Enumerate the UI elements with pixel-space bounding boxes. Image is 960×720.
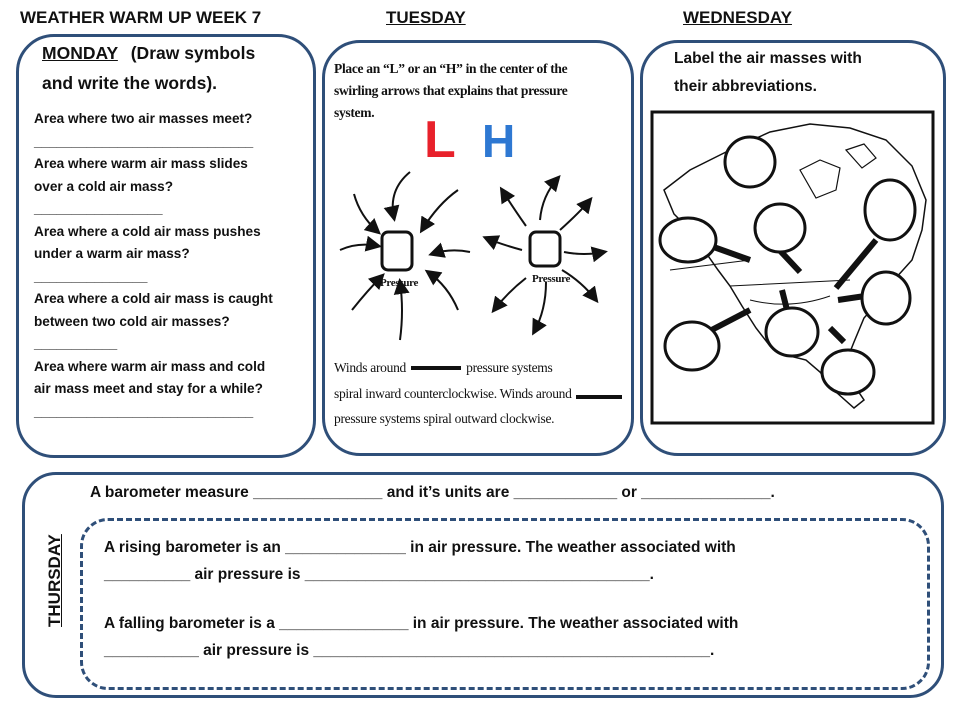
monday-line: Area where two air masses meet? bbox=[34, 111, 253, 126]
falling-line-2: ___________ air pressure is ____________… bbox=[104, 642, 715, 659]
monday-panel bbox=[16, 34, 316, 458]
barometer-box bbox=[80, 518, 930, 690]
tuesday-bottom-line-2: spiral inward counterclockwise. Winds ar… bbox=[334, 386, 572, 401]
thursday-panel bbox=[22, 472, 944, 698]
blank-line bbox=[411, 366, 462, 370]
tuesday-bottom-line-1: Winds around pressure systems bbox=[334, 357, 553, 379]
air-mass-bubble bbox=[860, 270, 912, 326]
answer-line: _____________________________ bbox=[34, 133, 254, 149]
monday-instruction-2: and write the words). bbox=[42, 73, 218, 93]
falling-line-1: A falling barometer is a _______________… bbox=[104, 615, 739, 632]
monday-line: Area where warm air mass slides bbox=[34, 156, 248, 171]
monday-line: Area where a cold air mass is caught bbox=[34, 291, 273, 306]
monday-line: under a warm air mass? bbox=[34, 246, 190, 261]
monday-questions: Area where two air masses meet? ________… bbox=[34, 108, 319, 423]
monday-line: Area where a cold air mass pushes bbox=[34, 223, 261, 239]
wednesday-heading: WEDNESDAY bbox=[683, 8, 792, 27]
monday-line: air mass meet and stay for a while? bbox=[34, 381, 263, 396]
monday-heading: MONDAY (Draw symbols bbox=[42, 40, 255, 66]
low-pressure-letter: L bbox=[424, 111, 456, 169]
thursday-heading: THURSDAY bbox=[45, 534, 64, 627]
air-mass-bubbles bbox=[658, 135, 917, 396]
high-pressure-center-box bbox=[528, 230, 562, 268]
answer-line: ___________ bbox=[34, 336, 118, 351]
monday-line: between two cold air masses? bbox=[34, 313, 230, 329]
air-mass-bubble bbox=[820, 348, 876, 396]
air-mass-bubble bbox=[863, 178, 917, 242]
answer-line: _________________ bbox=[34, 201, 163, 216]
air-mass-bubble bbox=[753, 202, 807, 254]
left-pressure-label: Pressure bbox=[380, 277, 419, 289]
low-pressure-center-box bbox=[380, 230, 414, 272]
rising-line-2: __________ air pressure is _____________… bbox=[104, 566, 654, 583]
air-mass-bubble bbox=[663, 320, 721, 372]
air-mass-bubble bbox=[658, 216, 718, 264]
rising-line-1: A rising barometer is an ______________ … bbox=[104, 539, 736, 556]
answer-line: _____________________________ bbox=[34, 403, 254, 419]
worksheet-title: WEATHER WARM UP WEEK 7 bbox=[20, 8, 262, 27]
pressure-swirl-diagram bbox=[339, 171, 608, 341]
tuesday-heading: TUESDAY bbox=[386, 8, 466, 27]
north-america-map bbox=[650, 110, 935, 425]
border-lines bbox=[669, 259, 851, 305]
barometer-line: A barometer measure _______________ and … bbox=[90, 484, 775, 501]
tuesday-bottom-line-3: pressure systems spiral outward clockwis… bbox=[334, 411, 555, 426]
arctic-islands bbox=[799, 143, 877, 199]
pressure-systems-text: pressure systems bbox=[466, 360, 553, 375]
tuesday-instruction-1: Place an “L” or an “H” in the center of … bbox=[334, 61, 568, 76]
air-mass-bubble bbox=[723, 135, 777, 189]
high-pressure-arrows bbox=[482, 175, 608, 336]
tuesday-instruction-2: swirling arrows that explains that press… bbox=[334, 83, 568, 98]
low-pressure-arrows bbox=[339, 171, 471, 341]
monday-line: Area where warm air mass and cold bbox=[34, 358, 266, 374]
right-pressure-label: Pressure bbox=[532, 273, 571, 285]
blank-line bbox=[576, 395, 622, 399]
high-pressure-letter: H bbox=[482, 115, 516, 167]
monday-line: over a cold air mass? bbox=[34, 178, 174, 194]
wednesday-instruction-1: Label the air masses with bbox=[674, 50, 862, 67]
monday-instruction-1: (Draw symbols bbox=[130, 43, 256, 63]
tuesday-instruction-3: system. bbox=[334, 105, 375, 120]
wednesday-instruction-2: their abbreviations. bbox=[674, 78, 817, 95]
answer-line: _______________ bbox=[34, 268, 148, 284]
air-mass-bubble bbox=[764, 306, 820, 358]
winds-around-text: Winds around bbox=[334, 360, 406, 375]
monday-label: MONDAY bbox=[42, 43, 118, 63]
